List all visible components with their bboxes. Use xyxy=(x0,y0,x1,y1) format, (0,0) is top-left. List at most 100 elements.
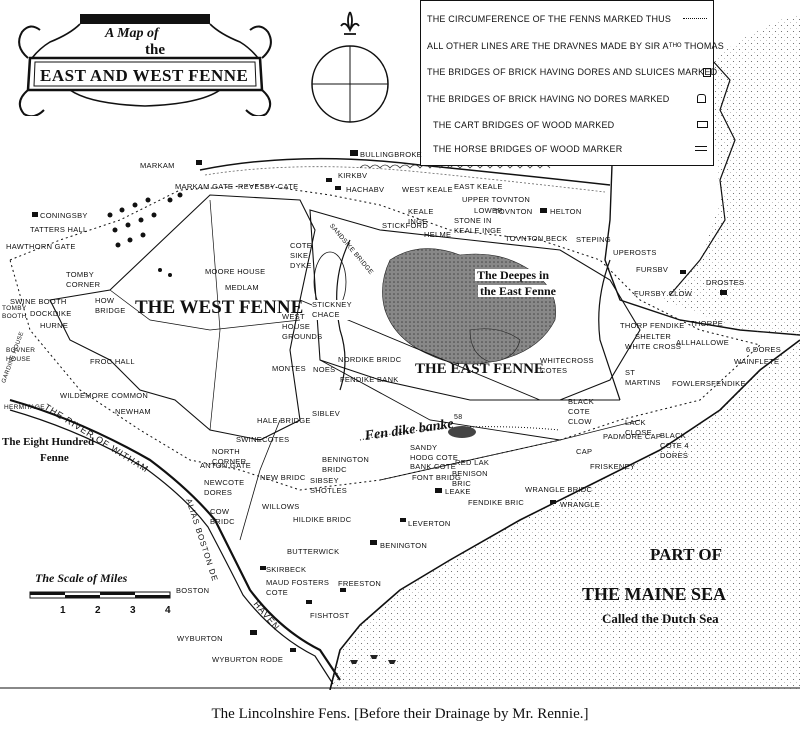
place-label: STICKNEY CHACE xyxy=(312,300,352,320)
place-label: CAP xyxy=(576,447,593,456)
pond-58 xyxy=(448,426,476,438)
place-label: LACK CLOSE xyxy=(625,418,652,437)
wolds-hills xyxy=(199,157,611,186)
place-label: THORPE xyxy=(690,319,724,328)
figure-caption: The Lincolnshire Fens. [Before their Dra… xyxy=(211,706,589,722)
place-label: FOWLERSFENDIKE xyxy=(672,379,746,388)
legend-text: THE CIRCUMFERENCE OF THE FENNS MARKED TH… xyxy=(427,14,672,24)
place-label: REVESBY CATE xyxy=(238,182,299,191)
place-label: WILDEMORE COMMON xyxy=(60,391,149,400)
place-label: FENDIKE BRIC xyxy=(468,498,525,507)
place-label: FROC HALL xyxy=(90,357,135,366)
place-label: HILDIKE BRIDC xyxy=(293,515,352,524)
place-label: NEWCOTE DORES xyxy=(204,478,245,497)
drain-8 xyxy=(379,419,641,481)
place-label: FREESTON xyxy=(338,579,382,588)
eight-hundred-label-1: The Eight Hundred xyxy=(2,436,95,448)
place-label: UPPER TOVNTON xyxy=(462,195,531,204)
place-label: BUTTERWICK xyxy=(287,547,340,556)
place-label: PADMORE CAP xyxy=(603,432,662,441)
place-label: FRISKENEY xyxy=(590,462,636,471)
place-label: MEDLAM xyxy=(225,283,259,292)
place-label: BENINGTON xyxy=(380,541,428,550)
place-label: TOVNTON BECK xyxy=(505,234,568,243)
place-label: STEPING xyxy=(576,235,612,244)
trees-cluster xyxy=(107,192,183,277)
fendike-bank-line xyxy=(359,426,561,441)
place-label: FENDIKE BANK xyxy=(340,375,399,384)
scale-title: The Scale of Miles xyxy=(35,571,128,585)
drain-3 xyxy=(239,419,281,541)
deepes-label-2: the East Fenne xyxy=(478,284,558,298)
place-label: FISHTOST xyxy=(310,611,350,620)
place-label: SIBSEY SHOTLES xyxy=(310,476,348,495)
fleur-de-lis-icon xyxy=(340,11,360,35)
cart-bridge-icon xyxy=(697,121,708,128)
place-label: UPEROSTS xyxy=(613,248,657,257)
scale-tick: 4 xyxy=(165,605,171,616)
place-label: LEVERTON xyxy=(408,519,451,528)
ships xyxy=(350,645,396,664)
title-cartouche: A Map of the EAST AND WEST FENNE xyxy=(10,6,280,118)
place-label: WYBURTON RODE xyxy=(212,655,284,664)
place-label: NOES xyxy=(313,365,336,374)
place-label: NORTH CORNER xyxy=(212,447,247,466)
sea-label-3: Called the Dutch Sea xyxy=(602,611,719,626)
place-label: STONE IN KEALE INGE xyxy=(454,216,502,235)
sea-label-2: THE MAINE SEA xyxy=(582,584,727,604)
place-label: LEAKE xyxy=(445,487,471,496)
coastline xyxy=(329,339,800,690)
place-label: MARKAM GATE xyxy=(175,182,234,191)
place-label: SKIRBECK xyxy=(266,565,307,574)
legend-text: THE BRIDGES OF BRICK HAVING DORES AND SL… xyxy=(427,67,718,77)
sea-label-1: PART OF xyxy=(650,545,722,564)
scale-tick: 3 xyxy=(130,605,136,616)
deepes-label-1: The Deepes in xyxy=(475,268,551,282)
cartouche-line-2: the xyxy=(145,42,165,58)
place-label: BOVNER HOUSE xyxy=(6,347,36,363)
place-label: COTE SIKE DYKE xyxy=(290,241,313,270)
place-label: DOCKDIKE xyxy=(30,309,72,318)
place-label: WEST KEALE xyxy=(402,185,453,194)
sea-area xyxy=(330,340,800,690)
cartouche-line-1: A Map of xyxy=(105,26,159,41)
legend-text: THE CART BRIDGES OF WOOD MARKED xyxy=(433,120,615,130)
place-label: ANTON GATE xyxy=(200,461,252,470)
map-legend: THE CIRCUMFERENCE OF THE FENNS MARKED TH… xyxy=(420,0,724,166)
place-label: WRANGLE BRIDC xyxy=(525,485,593,494)
place-label: MAUD FOSTERS COTE xyxy=(266,578,330,597)
place-label: EAST KEALE xyxy=(454,182,503,191)
place-label: MARKAM xyxy=(140,161,175,170)
place-label: WHITE CROSS xyxy=(625,342,682,351)
place-label: TOMBY CORNER xyxy=(66,270,101,289)
place-label: TATTERS HALL xyxy=(30,225,88,234)
brick-bridge-icon xyxy=(697,94,706,103)
deepes-blotches xyxy=(382,248,557,365)
place-label: BLACK COTE 4 DORES xyxy=(660,431,689,460)
compass-rose xyxy=(311,11,389,123)
fen-circumference xyxy=(9,184,762,491)
place-label: MONTES xyxy=(272,364,306,373)
place-label: 6 DORES xyxy=(746,345,782,354)
place-label: BLACK COTE CLOW xyxy=(568,397,595,426)
legend-text: ALL OTHER LINES ARE THE DRAVNES MADE BY … xyxy=(427,41,724,51)
place-label: COW BRIDC xyxy=(210,507,235,526)
place-label: SIBLEV xyxy=(312,409,341,418)
place-label: WEST HOUSE GROUNDS xyxy=(282,312,323,341)
place-label: WHITECROSS COTES xyxy=(540,356,594,375)
place-label: SHELTER xyxy=(635,332,672,341)
place-label: SWINECOTES xyxy=(236,435,290,444)
place-label: NEW BRIDC xyxy=(260,473,306,482)
place-label: ALLHALLOWE xyxy=(676,338,730,347)
scale-tick: 1 xyxy=(60,605,66,616)
place-label: HALE BRIDGE xyxy=(257,416,311,425)
place-label: HELME xyxy=(424,230,452,239)
place-label: RED LAK xyxy=(455,458,490,467)
legend-text: THE BRIDGES OF BRICK HAVING NO DORES MAR… xyxy=(427,94,670,104)
place-label: ST MARTINS xyxy=(625,368,661,387)
place-label: WILLOWS xyxy=(262,502,300,511)
place-label: SANDY HODG COTE xyxy=(410,443,459,462)
place-label: NEWHAM xyxy=(115,407,151,416)
river-witham xyxy=(9,398,341,681)
east-fenne-boundary xyxy=(309,209,641,401)
